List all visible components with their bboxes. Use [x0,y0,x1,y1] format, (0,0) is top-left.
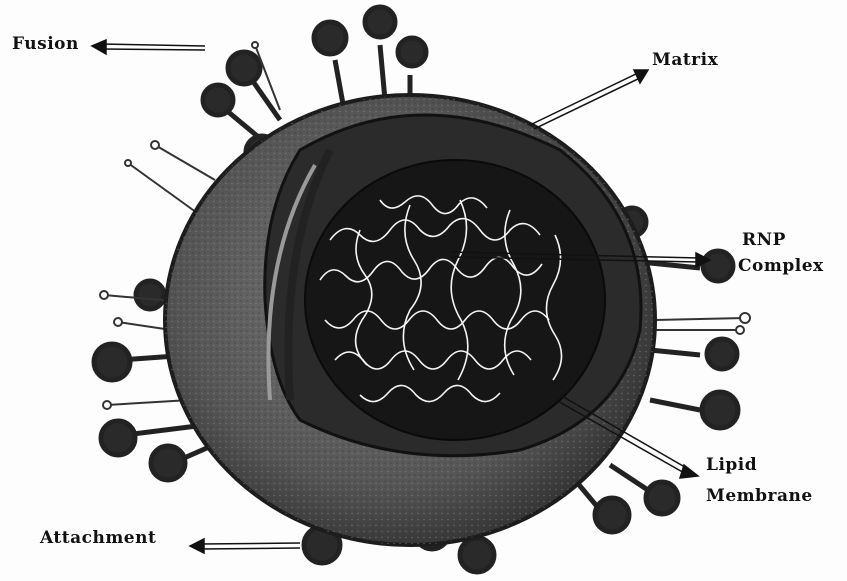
label-rnp: RNP [742,230,786,250]
label-fusion: Fusion [12,34,79,54]
label-matrix: Matrix [652,50,718,70]
rnp-core [305,160,605,440]
label-rnp-complex: Complex [738,256,824,276]
label-attachment: Attachment [40,528,156,548]
label-lipid-membrane: Membrane [706,486,813,506]
label-lipid: Lipid [706,455,757,475]
